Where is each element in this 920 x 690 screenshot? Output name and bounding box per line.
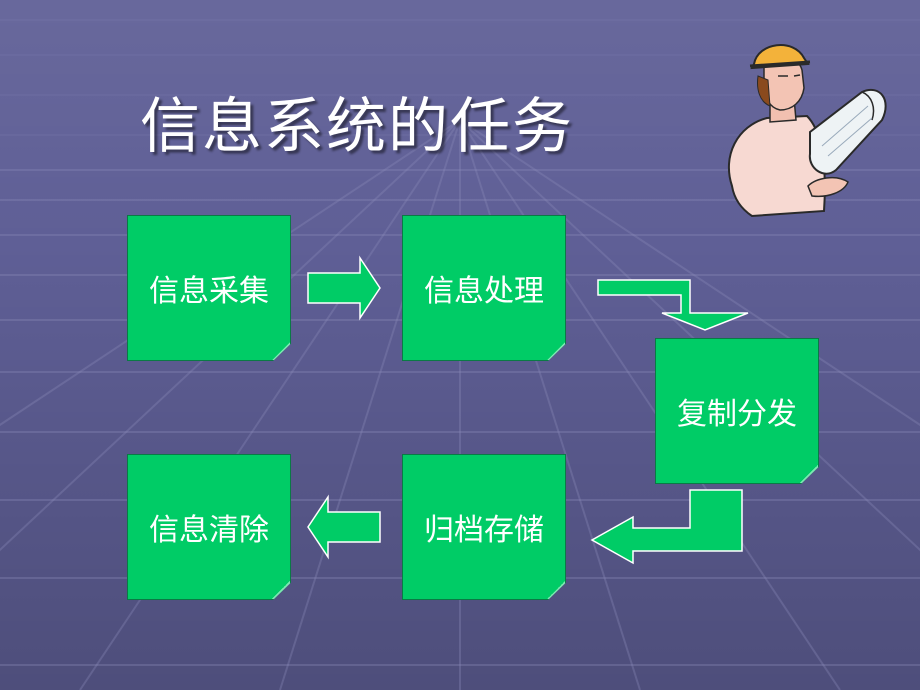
slide-title: 信息系统的任务: [140, 92, 574, 162]
engineer-with-blueprints-icon: [727, 44, 887, 218]
step-box-process: 信息处理: [402, 215, 566, 361]
step-box-clear: 信息清除: [127, 454, 291, 600]
step-label: 信息清除: [149, 513, 269, 548]
step-label: 归档存储: [424, 513, 544, 548]
step-label: 信息采集: [149, 274, 269, 309]
step-box-collect: 信息采集: [127, 215, 291, 361]
step-box-archive: 归档存储: [402, 454, 566, 600]
step-box-distribute: 复制分发: [655, 338, 819, 484]
step-label: 信息处理: [424, 274, 544, 309]
step-label: 复制分发: [677, 397, 797, 432]
